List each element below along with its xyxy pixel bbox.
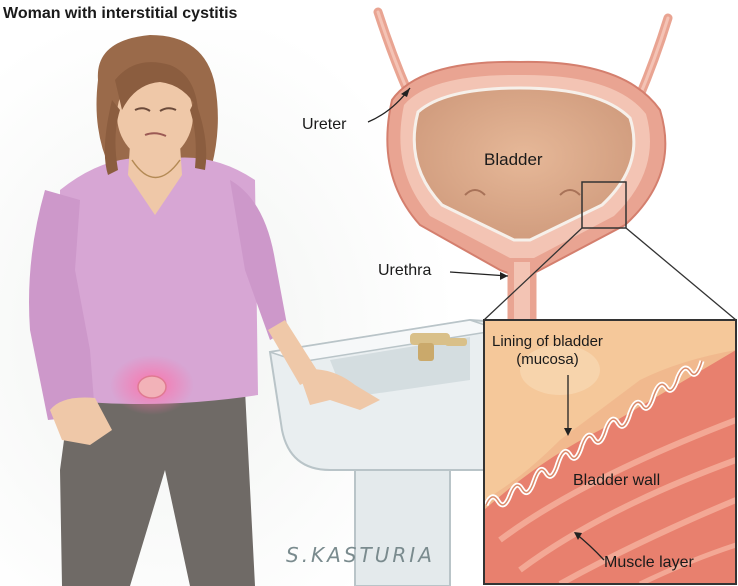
label-urethra: Urethra [378,262,431,280]
bladder-highlight [138,376,166,398]
label-ureter: Ureter [302,116,346,134]
label-bladder: Bladder [484,150,543,170]
label-muscle-layer: Muscle layer [604,554,694,572]
artist-signature: S.KASTURIA [286,543,435,567]
label-lining-of-bladder: Lining of bladder (mucosa) [492,333,603,369]
diagram-title: Woman with interstitial cystitis [3,5,237,23]
label-lining-line1: Lining of bladder [492,333,603,351]
sink-pedestal [355,470,450,586]
label-lining-line2: (mucosa) [492,351,603,369]
label-bladder-wall: Bladder wall [573,472,660,490]
